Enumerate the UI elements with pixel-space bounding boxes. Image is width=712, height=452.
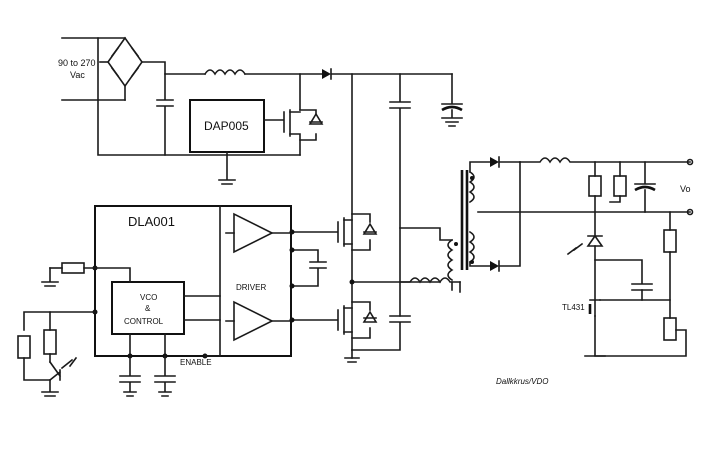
ac-input-section: 90 to 270 Vac xyxy=(58,36,301,156)
regulator-label: TL431 xyxy=(562,303,585,312)
output-voltage-label: Vo xyxy=(680,184,691,194)
dla001-label: DLA001 xyxy=(128,214,175,229)
dla-external-components xyxy=(17,262,221,397)
vco-label: VCO xyxy=(140,293,157,302)
credit-label: Dallkkrus/VDO xyxy=(496,377,548,386)
high-side-mosfet xyxy=(291,213,378,251)
dap005-label: DAP005 xyxy=(204,119,249,133)
pfc-mosfet xyxy=(263,109,324,156)
pfc-diode xyxy=(299,68,453,80)
bulk-capacitor xyxy=(441,73,463,127)
enable-label: ENABLE xyxy=(180,358,212,367)
input-capacitor xyxy=(156,73,174,156)
transformer xyxy=(447,161,691,293)
midpoint-node xyxy=(291,249,441,287)
input-voltage-label: 90 to 270 xyxy=(58,58,96,68)
feedback-regulator: TL431 xyxy=(562,211,687,357)
dap005-controller: DAP005 xyxy=(189,99,265,185)
input-voltage-unit: Vac xyxy=(70,70,85,80)
output-rectifiers xyxy=(490,156,521,272)
low-side-mosfet xyxy=(291,301,378,339)
driver-label: DRIVER xyxy=(236,283,266,292)
resonant-inductor xyxy=(399,227,461,284)
output-filter: Vo xyxy=(519,157,694,237)
dla001-controller: DLA001 DRIVER VCO & CONTROL ENABLE xyxy=(94,205,293,367)
control-label: CONTROL xyxy=(124,317,164,326)
vco-amp-label: & xyxy=(145,304,151,313)
half-bridge-rail xyxy=(344,73,411,363)
